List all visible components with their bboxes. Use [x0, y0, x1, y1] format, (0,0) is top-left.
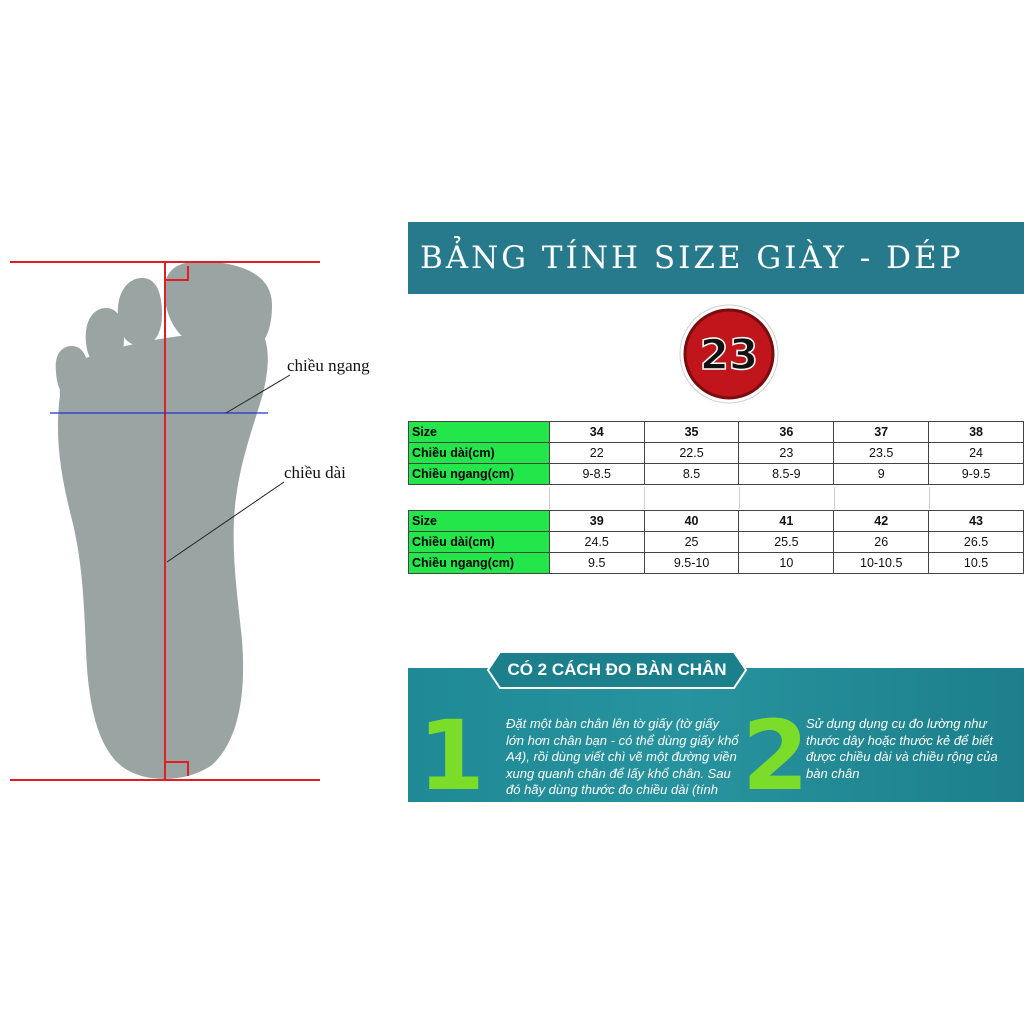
method-2-line: Sử dụng dụng cụ đo lường như — [806, 716, 987, 731]
row-label-size: Size — [408, 421, 550, 443]
method-1-text: Đặt một bàn chân lên tờ giấy (tờ giấy lớ… — [506, 716, 751, 799]
method-2-text: Sử dụng dụng cụ đo lường như thước dây h… — [806, 716, 1021, 782]
measure-methods-panel: 1 Đặt một bàn chân lên tờ giấy (tờ giấy … — [408, 668, 1024, 802]
size-cell: 37 — [833, 421, 930, 443]
length-cell: 25 — [643, 531, 740, 553]
length-leader-line — [166, 481, 285, 563]
table-row-width: Chiều ngang(cm) 9.5 9.5-10 10 10-10.5 10… — [408, 552, 1024, 574]
method-1-line: đó hãy dùng thước đo chiều dài (tính — [506, 782, 718, 797]
width-cell: 10-10.5 — [833, 552, 930, 574]
size-cell: 43 — [928, 510, 1024, 532]
size-table-group-2: Size 39 40 41 42 43 Chiều dài(cm) 24.5 2… — [408, 510, 1024, 574]
length-cell: 23.5 — [833, 442, 930, 464]
length-cell: 24.5 — [548, 531, 645, 553]
width-cell: 10.5 — [928, 552, 1024, 574]
row-label-width: Chiều ngang(cm) — [408, 463, 550, 485]
table-row-length: Chiều dài(cm) 22 22.5 23 23.5 24 — [408, 442, 1024, 464]
length-cell: 22 — [548, 442, 645, 464]
width-cell: 9.5-10 — [643, 552, 740, 574]
row-label-width: Chiều ngang(cm) — [408, 552, 550, 574]
size-cell: 35 — [643, 421, 740, 443]
size-cell: 40 — [643, 510, 740, 532]
width-cell: 8.5 — [643, 463, 740, 485]
table-row-width: Chiều ngang(cm) 9-8.5 8.5 8.5-9 9 9-9.5 — [408, 463, 1024, 485]
method-1-line: lớn hơn chân bạn - có thể dùng giấy khổ — [506, 732, 739, 748]
size-chart-banner: BẢNG TÍNH SIZE GIÀY - DÉP — [408, 222, 1024, 294]
width-cell: 10 — [738, 552, 835, 574]
size-cell: 36 — [738, 421, 835, 443]
measure-heading: CÓ 2 CÁCH ĐO BÀN CHÂN — [507, 660, 727, 679]
method-1-line: A4), rồi dùng viết chì vẽ một đường viền — [506, 749, 737, 764]
method-1-number: 1 — [418, 700, 485, 802]
size-cell: 42 — [833, 510, 930, 532]
foot-silhouette — [55, 261, 272, 779]
row-label-length: Chiều dài(cm) — [408, 531, 550, 553]
row-label-size: Size — [408, 510, 550, 532]
size-cell: 38 — [928, 421, 1024, 443]
foot-measurement-diagram — [10, 261, 320, 781]
badge-number: 23 — [700, 330, 758, 379]
method-1-line: Đặt một bàn chân lên tờ giấy (tờ giấy — [506, 716, 719, 731]
row-label-length: Chiều dài(cm) — [408, 442, 550, 464]
method-2-number: 2 — [742, 700, 809, 802]
banner-title: BẢNG TÍNH SIZE GIÀY - DÉP — [420, 240, 964, 276]
length-cell: 23 — [738, 442, 835, 464]
length-cell: 22.5 — [643, 442, 740, 464]
measure-heading-tag — [486, 651, 748, 689]
width-cell: 9-8.5 — [548, 463, 645, 485]
length-cell: 26.5 — [928, 531, 1024, 553]
top-angle-marker — [165, 266, 189, 281]
width-cell: 9 — [833, 463, 930, 485]
size-table-group-1: Size 34 35 36 37 38 Chiều dài(cm) 22 22.… — [408, 421, 1024, 485]
width-cell: 8.5-9 — [738, 463, 835, 485]
size-cell: 34 — [548, 421, 645, 443]
length-cell: 24 — [928, 442, 1024, 464]
size-cell: 41 — [738, 510, 835, 532]
length-label: chiều dài — [284, 463, 346, 482]
method-1-line: xung quanh chân để lấy khổ chân. Sau — [506, 765, 731, 781]
jersey-23-badge: 23 — [679, 304, 779, 404]
table-row-size: Size 39 40 41 42 43 — [408, 510, 1024, 532]
length-cell: 25.5 — [738, 531, 835, 553]
method-2-line: được chiều dài và chiều rộng của — [806, 749, 998, 764]
table-row-length: Chiều dài(cm) 24.5 25 25.5 26 26.5 — [408, 531, 1024, 553]
length-cell: 26 — [833, 531, 930, 553]
table-row-size: Size 34 35 36 37 38 — [408, 421, 1024, 443]
width-cell: 9.5 — [548, 552, 645, 574]
width-label: chiều ngang — [287, 356, 370, 375]
method-2-line: thước dây hoặc thước kẻ để biết — [806, 732, 993, 748]
bottom-angle-marker — [165, 761, 189, 776]
method-2-line: bàn chân — [806, 765, 860, 781]
table-gap-row — [408, 487, 1024, 509]
width-cell: 9-9.5 — [928, 463, 1024, 485]
size-cell: 39 — [548, 510, 645, 532]
width-leader-line — [225, 374, 291, 414]
